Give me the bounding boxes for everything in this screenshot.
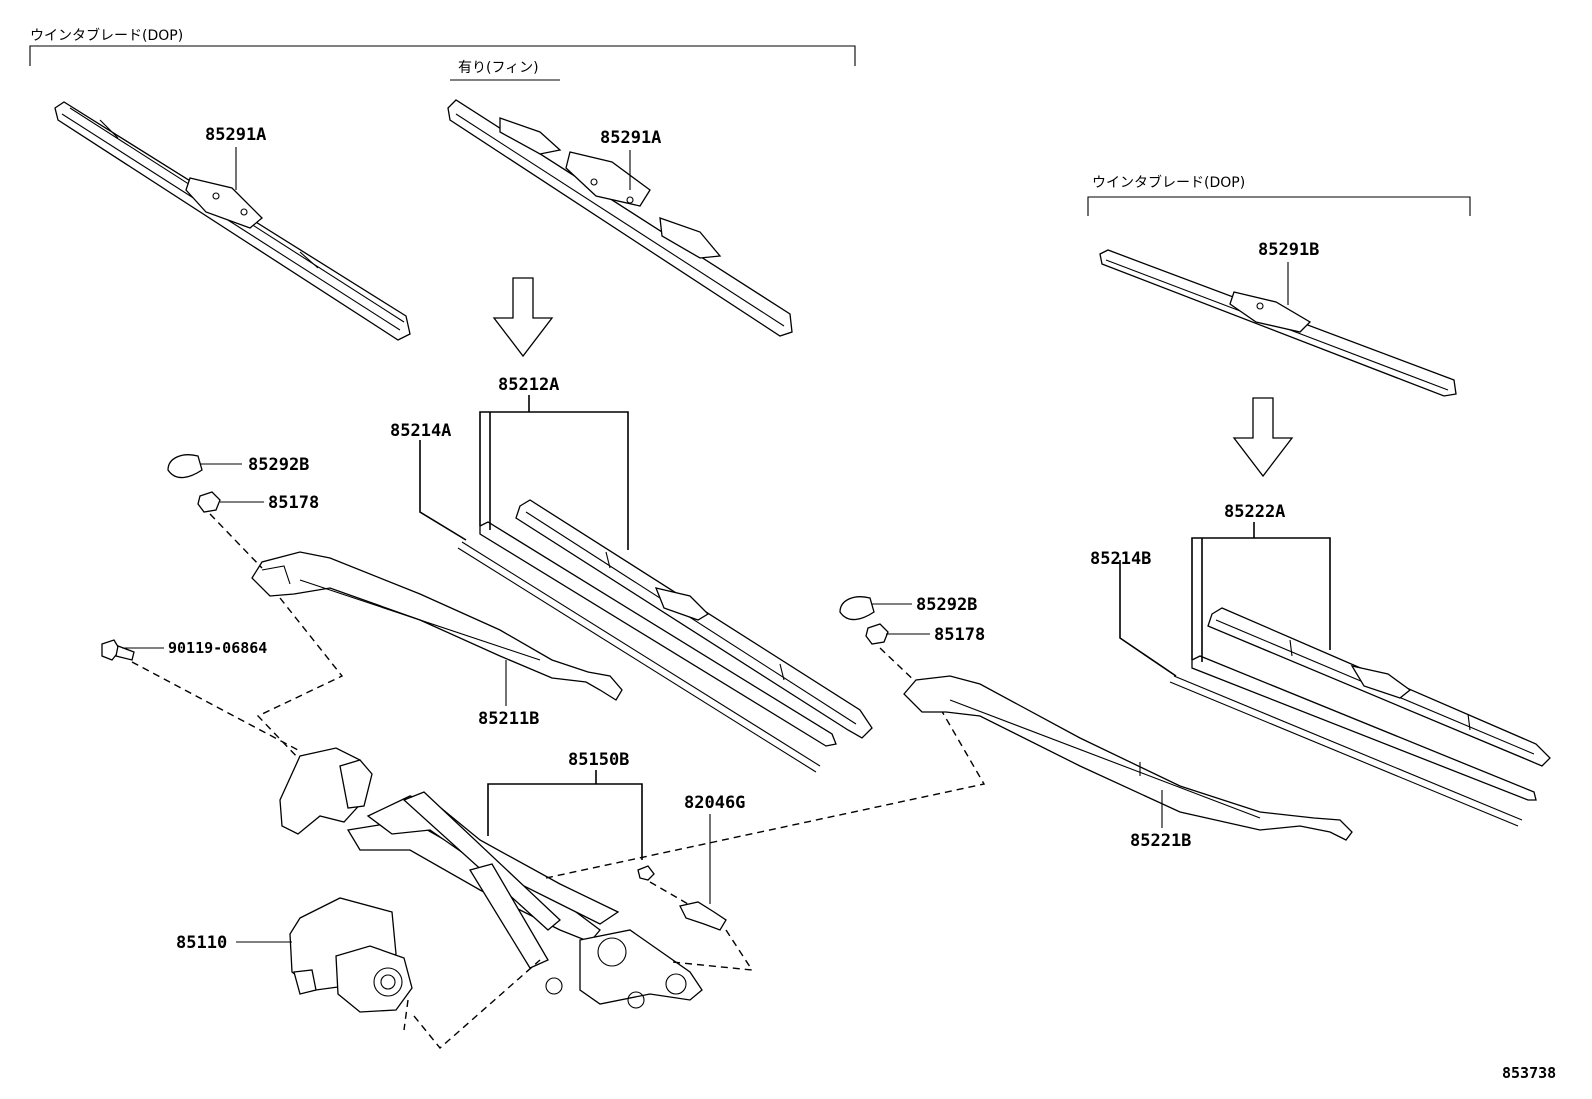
winter-blade-fin: [447, 99, 793, 337]
dash-arm-to-link: [256, 597, 344, 761]
label-85292B-right: 85292B: [916, 595, 977, 615]
label-85110: 85110: [176, 933, 227, 953]
screw-small: [637, 865, 655, 881]
label-85211B: 85211B: [478, 709, 539, 729]
right-dop-label: ウインタブレード(DOP): [1092, 174, 1245, 191]
label-85214A: 85214A: [390, 421, 451, 441]
bolt-90119: [101, 639, 135, 661]
arrow-down-right: [1232, 397, 1294, 478]
left-dop-bracket: ウインタブレード(DOP): [29, 27, 856, 66]
winter-blade-right: [1099, 249, 1457, 397]
label-85178-right: 85178: [934, 625, 985, 645]
dash-bolt-to-link: [131, 661, 299, 751]
arm-cap-left: [167, 454, 203, 479]
right-dop-bracket: ウインタブレード(DOP): [1087, 174, 1471, 216]
wiper-arm-right: [903, 675, 1353, 841]
fin-label: 有り(フィン): [458, 60, 539, 76]
label-85150B: 85150B: [568, 750, 629, 770]
label-85178-left: 85178: [268, 493, 319, 513]
arm-cap-right: [839, 596, 875, 621]
wiper-motor: [289, 897, 413, 1013]
dash-screw-to-bracket: [649, 881, 689, 905]
label-85291A-fin: 85291A: [600, 128, 661, 148]
arrow-down-center: [492, 277, 554, 358]
blade-rubber-right: [1169, 655, 1537, 827]
label-85214B: 85214B: [1090, 549, 1151, 569]
dash-bracket-to-link: [671, 929, 754, 971]
dash-nut-to-right-arm: [879, 647, 921, 687]
winter-blade-left: [54, 101, 411, 341]
label-85292B-left: 85292B: [248, 455, 309, 475]
arm-nut-left: [197, 491, 221, 513]
wiper-blade-assembly-left: [515, 499, 873, 739]
label-85291A-left: 85291A: [205, 125, 266, 145]
dash-motor-to-link-2: [403, 999, 409, 1031]
arm-nut-right: [865, 623, 889, 645]
wiper-blade-assembly-right: [1207, 607, 1551, 767]
dash-nut-to-arm: [209, 513, 263, 569]
wiper-arm-left: [251, 551, 623, 701]
label-82046G: 82046G: [684, 793, 745, 813]
diagram-id: 853738: [1502, 1064, 1556, 1082]
blade-rubber-left: [457, 521, 837, 773]
bracket-82046G: [679, 901, 727, 931]
label-85222A: 85222A: [1224, 502, 1285, 522]
left-dop-label: ウインタブレード(DOP): [30, 27, 183, 44]
dash-motor-to-link: [413, 959, 541, 1050]
label-85291B: 85291B: [1258, 240, 1319, 260]
label-85221B: 85221B: [1130, 831, 1191, 851]
label-90119-06864: 90119-06864: [168, 639, 267, 657]
dash-link-to-right-arm: [545, 707, 986, 879]
wiper-link-assembly: [279, 747, 703, 1009]
label-85212A: 85212A: [498, 375, 559, 395]
fin-label-group: 有り(フィン): [450, 60, 560, 81]
